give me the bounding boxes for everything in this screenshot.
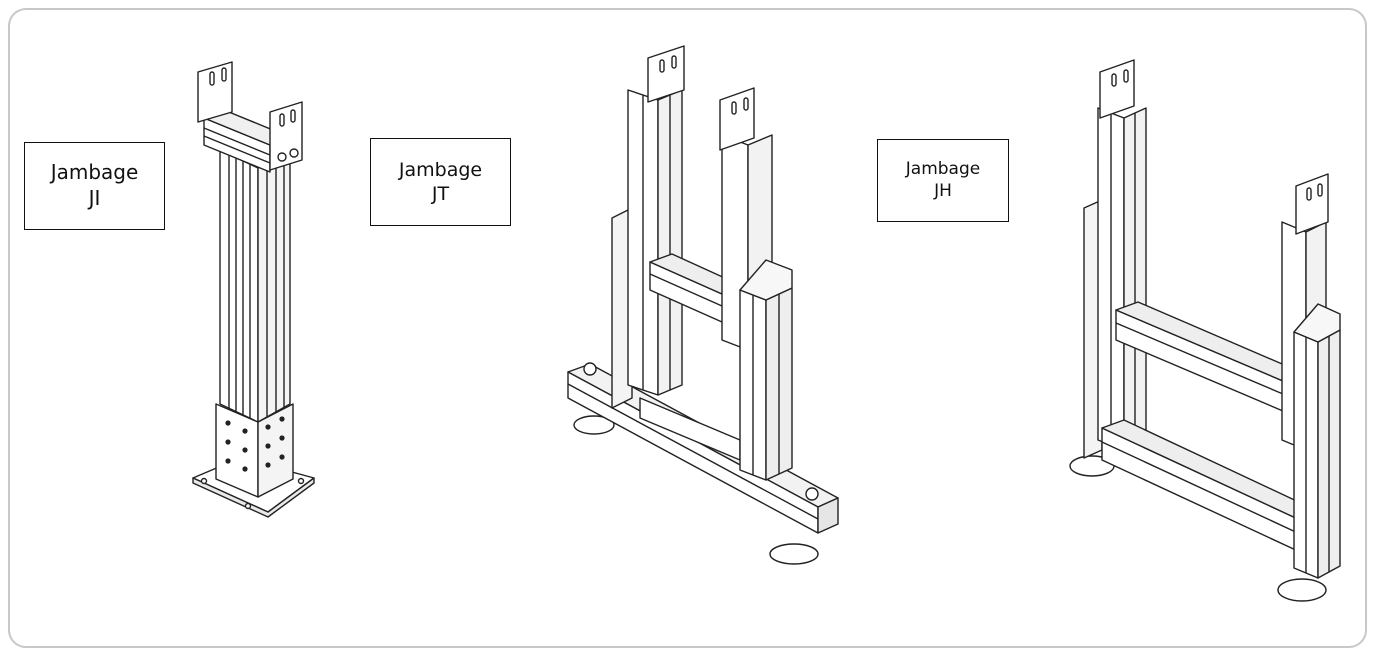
ji-top-right-tab [270,102,302,170]
ji-crossbar-groove [204,128,270,155]
label-jh-line2: JH [934,180,952,201]
jh-foot-pad [1278,579,1326,601]
jh-tab-slot [1124,70,1128,82]
ji-plate-hole [246,504,251,509]
label-jt-line1: Jambage [398,158,483,181]
jt-foot-pad [574,416,614,434]
jt-right-top-tab [720,88,754,150]
jt-beam-groove [568,384,818,519]
ji-tab-slot [280,114,284,126]
ji-base-plate-edge [193,478,314,517]
ji-column-front [220,150,258,422]
jh-crossbar-groove [1102,442,1300,534]
ji-bolt [290,149,298,157]
label-jt-line2: JT [431,183,450,205]
jt-tab-slot [672,56,676,68]
drawing-jambage-ji [193,62,314,517]
ji-top-left-tab [198,62,232,122]
label-ji-line1: Jambage [50,160,139,185]
jh-tab-slot [1307,188,1311,200]
drawing-jambage-jh [1070,60,1340,601]
jh-front-post-cap [1294,304,1340,342]
label-jambage-ji: Jambage JI [24,142,165,230]
ji-bolt [278,153,286,161]
jt-tab-slot [732,102,736,114]
jt-tab-slot [660,60,664,72]
ji-tab-slot [222,68,226,81]
jt-foot-pad [770,544,818,564]
label-jambage-jh: Jambage JH [877,139,1009,222]
jt-front-post-cap [740,260,792,300]
jt-rear-post [612,208,632,408]
jt-bolt [584,363,596,375]
label-ji-line2: JI [88,186,101,210]
jh-left-top-tab [1100,60,1134,118]
drawings [0,0,1377,618]
jh-crossbar-groove [1116,323,1290,397]
jt-bolt [806,488,818,500]
label-jh-line1: Jambage [905,158,981,179]
ji-sleeve-bolts [225,416,285,472]
jt-base-beam-end [818,498,838,533]
ji-plate-hole [299,479,304,484]
ji-tab-slot [291,110,295,122]
drawing-jambage-jt [568,46,838,564]
jh-tab-slot [1112,74,1116,86]
jh-tab-slot [1318,184,1322,196]
label-jambage-jt: Jambage JT [370,138,511,226]
ji-plate-hole [202,479,207,484]
ji-tab-slot [210,72,214,85]
ji-column-side [258,150,290,422]
ji-crossbar-groove [204,136,270,163]
jt-tab-slot [744,98,748,110]
